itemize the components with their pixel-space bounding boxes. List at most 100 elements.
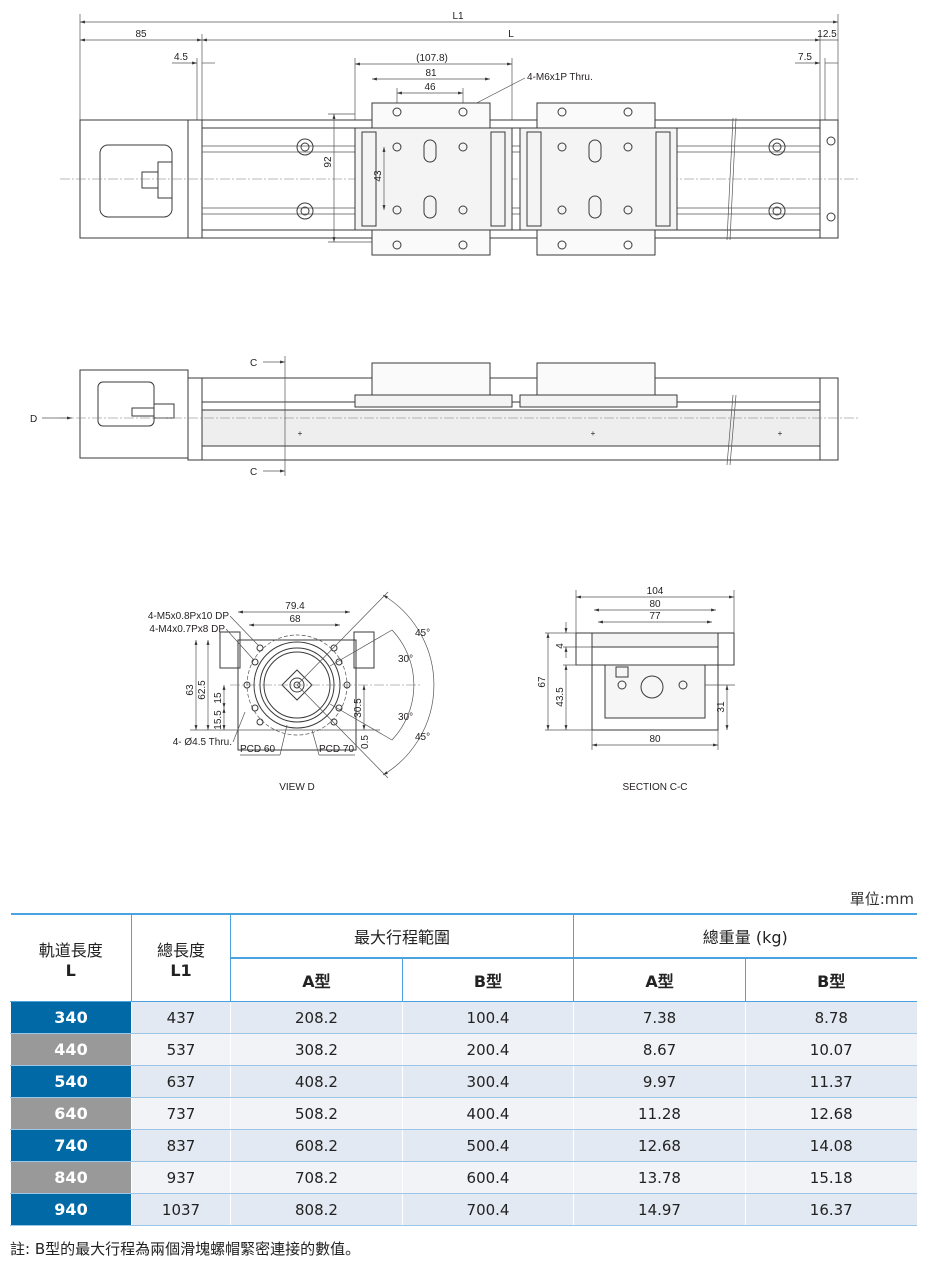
- cell-L1: 937: [131, 1161, 231, 1194]
- header-total-weight: 總重量 (kg): [573, 913, 917, 959]
- cell-stroke-a: 808.2: [230, 1193, 403, 1226]
- cell-L1: 837: [131, 1129, 231, 1162]
- angle-30-top: 30°: [398, 654, 413, 665]
- dim-79-4: 79.4: [285, 601, 305, 612]
- cell-L1: 537: [131, 1033, 231, 1066]
- cell-L: 840: [10, 1161, 132, 1194]
- dim-67: 67: [537, 676, 548, 688]
- dim-43: 43: [373, 170, 384, 182]
- view-d: 79.4 68 63 62.5 15 15.5 30.5 0.5 45° 30°…: [148, 591, 435, 793]
- carriage-2: [519, 102, 678, 256]
- cell-weight-b: 11.37: [745, 1065, 917, 1098]
- technical-drawing: L1 85 L 12.5 4.5 7.5 (107.8) 81 46 4-M6x…: [30, 11, 860, 793]
- dim-63: 63: [185, 684, 196, 696]
- cell-stroke-b: 100.4: [401, 1001, 574, 1034]
- cell-weight-b: 15.18: [745, 1161, 917, 1194]
- view-d-title: VIEW D: [279, 782, 315, 793]
- header-stroke-type-b: B型: [401, 957, 575, 1002]
- cell-weight-a: 13.78: [573, 1161, 746, 1194]
- header-weight-type-a: A型: [573, 957, 747, 1002]
- dim-15-5: 15.5: [213, 710, 224, 730]
- header-max-stroke: 最大行程範圍: [229, 913, 575, 959]
- svg-text:+: +: [778, 429, 783, 438]
- footnote: 註: B型的最大行程為兩個滑塊螺帽緊密連接的數值。: [10, 1240, 361, 1258]
- cell-L: 940: [10, 1193, 132, 1226]
- cell-stroke-a: 708.2: [230, 1161, 403, 1194]
- cell-weight-b: 12.68: [745, 1097, 917, 1130]
- cell-weight-a: 9.97: [573, 1065, 746, 1098]
- cell-L: 340: [10, 1001, 132, 1034]
- unit-label: 單位:mm: [849, 890, 914, 908]
- section-mark-c-bottom: C: [250, 467, 257, 478]
- cell-L: 440: [10, 1033, 132, 1066]
- dim-l1: L1: [452, 11, 464, 22]
- dim-92: 92: [323, 156, 334, 168]
- dim-80-top: 80: [649, 599, 661, 610]
- cell-stroke-a: 508.2: [230, 1097, 403, 1130]
- cell-stroke-b: 200.4: [401, 1033, 574, 1066]
- callout-thru: 4- Ø4.5 Thru.: [173, 737, 232, 748]
- cell-stroke-a: 408.2: [230, 1065, 403, 1098]
- svg-text:+: +: [298, 429, 303, 438]
- cell-L1: 1037: [131, 1193, 231, 1226]
- cell-weight-a: 12.68: [573, 1129, 746, 1162]
- pcd-70: PCD 70: [319, 744, 354, 755]
- section-cc: 104 80 77 4 67 43.5 31 80 SECTION C-C: [537, 586, 735, 793]
- cell-stroke-a: 308.2: [230, 1033, 403, 1066]
- carriage-1: [354, 102, 513, 256]
- dim-107-8: (107.8): [416, 53, 448, 64]
- angle-30-bottom: 30°: [398, 712, 413, 723]
- cell-weight-b: 14.08: [745, 1129, 917, 1162]
- cell-weight-b: 8.78: [745, 1001, 917, 1034]
- callout-m5: 4-M5x0.8Px10 DP: [148, 611, 229, 622]
- cell-L1: 437: [131, 1001, 231, 1034]
- cell-L: 540: [10, 1065, 132, 1098]
- section-cc-title: SECTION C-C: [623, 782, 688, 793]
- header-weight-type-b: B型: [745, 957, 917, 1002]
- cell-L1: 637: [131, 1065, 231, 1098]
- dim-81: 81: [425, 68, 437, 79]
- dim-62-5: 62.5: [197, 680, 208, 700]
- section-mark-c-top: C: [250, 358, 257, 369]
- angle-45-bottom: 45°: [415, 732, 430, 743]
- svg-text:+: +: [591, 429, 596, 438]
- dim-68: 68: [289, 614, 301, 625]
- cell-weight-b: 10.07: [745, 1033, 917, 1066]
- cell-stroke-b: 300.4: [401, 1065, 574, 1098]
- dim-30-5: 30.5: [353, 698, 364, 718]
- dim-4: 4: [555, 643, 566, 649]
- view-mark-d: D: [30, 414, 37, 425]
- dim-43-5: 43.5: [555, 687, 566, 707]
- cell-weight-b: 16.37: [745, 1193, 917, 1226]
- top-view: L1 85 L 12.5 4.5 7.5 (107.8) 81 46 4-M6x…: [60, 11, 860, 256]
- dim-80-bottom: 80: [649, 734, 661, 745]
- cell-weight-a: 8.67: [573, 1033, 746, 1066]
- cell-L1: 737: [131, 1097, 231, 1130]
- cell-stroke-a: 608.2: [230, 1129, 403, 1162]
- cell-stroke-b: 600.4: [401, 1161, 574, 1194]
- dim-85: 85: [135, 29, 147, 40]
- dim-0-5: 0.5: [360, 735, 371, 749]
- dim-12-5: 12.5: [817, 29, 837, 40]
- cell-L: 640: [10, 1097, 132, 1130]
- cell-stroke-a: 208.2: [230, 1001, 403, 1034]
- dim-31: 31: [716, 701, 727, 713]
- callout-m4: 4-M4x0.7Px8 DP: [149, 624, 225, 635]
- dim-7-5: 7.5: [798, 52, 812, 63]
- dim-4-5: 4.5: [174, 52, 188, 63]
- cell-stroke-b: 700.4: [401, 1193, 574, 1226]
- side-view: + + + C C D: [30, 356, 860, 478]
- dim-104: 104: [647, 586, 664, 597]
- cell-weight-a: 14.97: [573, 1193, 746, 1226]
- dim-46: 46: [424, 82, 436, 93]
- dim-l: L: [508, 29, 514, 40]
- cell-L: 740: [10, 1129, 132, 1162]
- dim-15: 15: [213, 692, 224, 704]
